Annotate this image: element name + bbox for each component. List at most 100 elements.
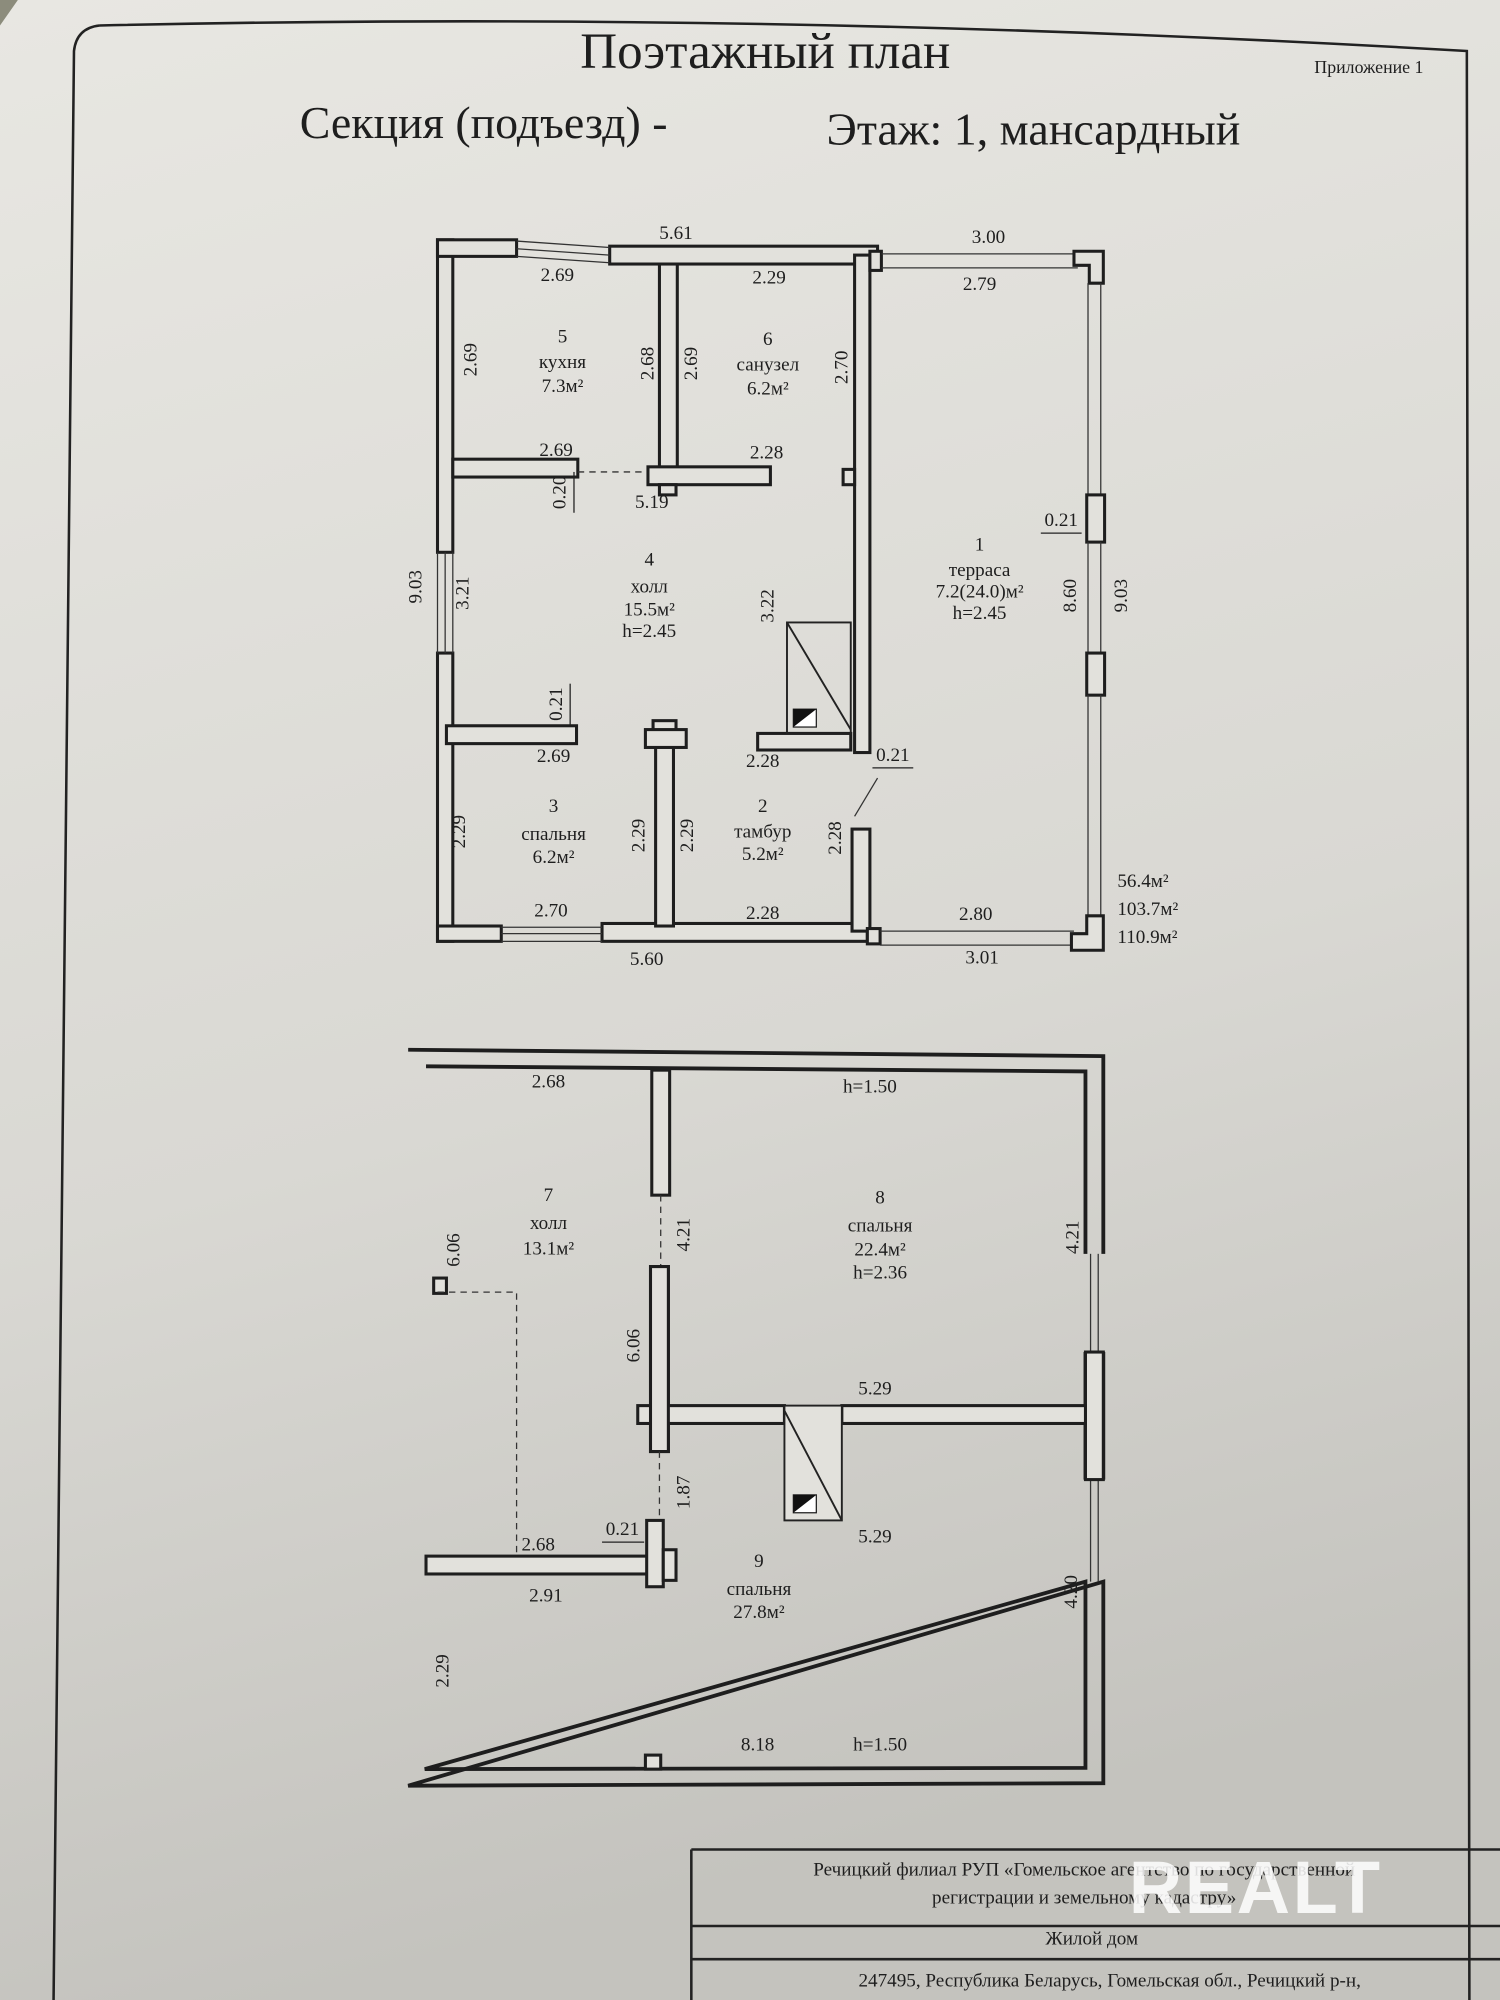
room-label-bedroom-9: 9 спальня 27.8м² [727, 1551, 792, 1623]
organization-line-2: регистрации и земельному кадастру» [932, 1888, 1236, 1909]
dimension-label: 2.29 [449, 815, 470, 848]
dimension-label: 4.20 [1061, 1575, 1082, 1608]
dimension-label: 2.28 [825, 821, 846, 854]
wall [850, 827, 872, 933]
wall [853, 253, 872, 755]
window [1089, 1253, 1099, 1582]
dimension-label: 2.28 [746, 903, 779, 924]
dimension-label: 2.29 [677, 819, 698, 852]
dimension-label: 5.19 [635, 492, 668, 513]
dimension-label: 8.18 [741, 1735, 774, 1756]
wall [643, 1753, 663, 1771]
room-number: 5 [558, 326, 568, 347]
room-area: 5.2м² [742, 844, 784, 865]
dimension-label: 2.68 [638, 347, 659, 380]
room-label-terrace: 1 терраса 7.2(24.0)м² h=2.45 [936, 534, 1024, 624]
wall [657, 483, 678, 497]
room-number: 3 [549, 796, 559, 817]
wall [840, 1404, 1087, 1425]
window [436, 240, 610, 942]
wall [1083, 1350, 1105, 1482]
dimension-label: 3.00 [972, 227, 1005, 248]
room-label-bathroom: 6 санузел 6.2м² [737, 329, 800, 400]
room-height: h=2.36 [853, 1263, 907, 1284]
room-area: 6.2м² [533, 847, 575, 868]
room-name: терраса [949, 560, 1011, 581]
room-area: 6.2м² [747, 379, 789, 400]
room-name: холл [530, 1213, 568, 1234]
wall [865, 927, 882, 946]
attic-floor-plan: 2.68 h=1.50 6.06 4.21 4.21 6.06 5.29 1.8… [407, 1047, 1106, 1788]
wall [648, 1265, 670, 1454]
total-area: 56.4м² [1117, 871, 1169, 892]
wall [654, 738, 675, 928]
wall [868, 249, 883, 272]
room-area: 7.3м² [542, 376, 584, 397]
dimension-label: 0.21 [1044, 510, 1077, 531]
wall [645, 1518, 665, 1589]
dimension-label: 2.91 [529, 1585, 562, 1606]
dimension-label: 3.21 [453, 576, 474, 609]
dimension-label: 6.06 [624, 1329, 645, 1362]
wall [841, 467, 857, 487]
wall [657, 262, 679, 470]
height-label: h=1.50 [843, 1076, 897, 1097]
height-label: h=1.50 [853, 1735, 907, 1756]
dimension-label: 3.22 [758, 589, 779, 622]
dimension-label: 4.21 [1062, 1221, 1083, 1254]
wall [444, 724, 579, 746]
wall [435, 651, 455, 943]
room-name: холл [631, 576, 669, 597]
dimension-label: 2.70 [534, 900, 567, 921]
wall [646, 465, 772, 487]
room-name: санузел [737, 354, 800, 375]
room-area: 27.8м² [733, 1602, 785, 1623]
object-type: Жилой дом [1046, 1928, 1139, 1949]
wall [756, 731, 853, 752]
floor-label: Этаж: 1, мансардный [827, 103, 1241, 154]
room-label-hall-7: 7 холл 13.1м² [523, 1185, 575, 1260]
dimension-label: 9.03 [1111, 579, 1132, 612]
dimension-label: 3.01 [965, 948, 998, 969]
dimension-label: 2.69 [681, 347, 702, 380]
dimension-label: 2.69 [539, 440, 572, 461]
dimension-label: 9.03 [405, 570, 426, 603]
staircase-icon [783, 1404, 843, 1522]
wall [650, 1068, 672, 1197]
dimension-label: 2.28 [746, 751, 779, 772]
dimension-label: 8.60 [1060, 579, 1081, 612]
room-height: h=2.45 [953, 603, 1007, 624]
dimension-label: 2.28 [750, 442, 783, 463]
dimension-label: 0.21 [546, 687, 567, 720]
dimension-label: 2.70 [832, 351, 853, 384]
room-label-bedroom-3: 3 спальня 6.2м² [521, 796, 586, 868]
room-label-kitchen: 5 кухня 7.3м² [539, 326, 586, 397]
wall [600, 921, 869, 943]
room-name: спальня [848, 1215, 913, 1236]
room-number: 8 [875, 1187, 885, 1208]
section-label: Секция (подъезд) - [300, 97, 668, 148]
area-totals: 56.4м² 103.7м² 110.9м² [1117, 871, 1178, 948]
dimension-labels: 5.61 3.00 2.69 2.29 2.79 2.69 2.68 2.69 … [405, 223, 1131, 970]
room-label-vestibule: 2 тамбур 5.2м² [734, 796, 791, 865]
organization-line-1: Речицкий филиал РУП «Гомельское агентств… [813, 1860, 1355, 1881]
room-height: h=2.45 [622, 621, 676, 642]
room-name: спальня [727, 1579, 792, 1600]
room-area: 7.2(24.0)м² [936, 582, 1024, 603]
address: 247495, Республика Беларусь, Гомельская … [858, 1971, 1360, 1992]
room-name: тамбур [734, 821, 791, 842]
room-name: кухня [539, 352, 586, 373]
wall [451, 457, 580, 479]
room-number: 7 [544, 1185, 554, 1206]
room-number: 4 [644, 550, 654, 571]
wall [435, 238, 455, 554]
room-label-bedroom-8: 8 спальня 22.4м² h=2.36 [848, 1187, 913, 1283]
dimension-label: 5.61 [659, 223, 692, 244]
room-number: 1 [975, 534, 985, 555]
dimension-label: 2.29 [629, 819, 650, 852]
total-area: 110.9м² [1117, 927, 1177, 948]
dimension-label: 2.80 [959, 904, 992, 925]
dimension-label: 2.29 [752, 268, 785, 289]
dimension-label: 5.60 [630, 949, 663, 970]
